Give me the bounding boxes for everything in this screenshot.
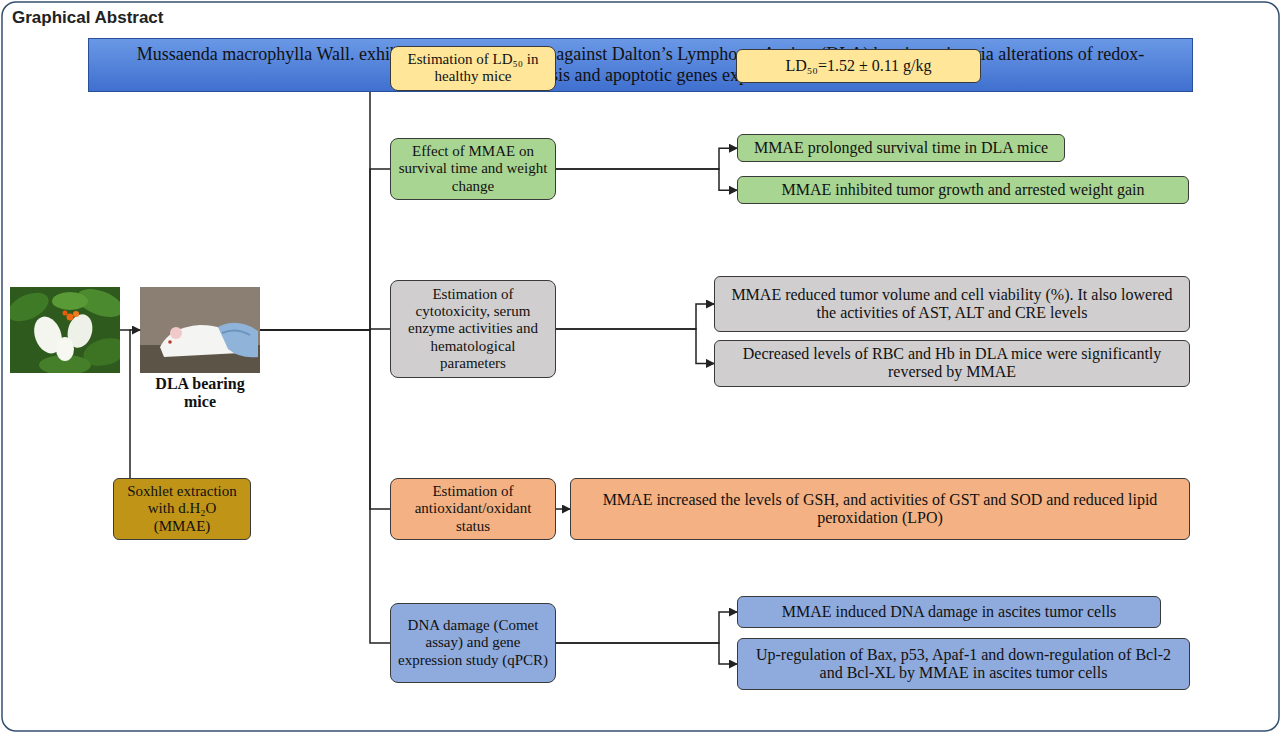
node-text: Decreased levels of RBC and Hb in DLA mi…: [721, 345, 1183, 382]
result-box: Up-regulation of Bax, p53, Apaf-1 and do…: [737, 638, 1190, 690]
node-text: MMAE inhibited tumor growth and arrested…: [781, 181, 1144, 199]
result-box: Decreased levels of RBC and Hb in DLA mi…: [714, 340, 1190, 387]
method-box: Effect of MMAE on survival time and weig…: [390, 138, 556, 200]
node-text: Soxhlet extraction with d.H₂O (MMAE): [120, 483, 244, 535]
connector: [556, 508, 570, 510]
node-text: Estimation of cytotoxicity, serum enzyme…: [397, 286, 549, 372]
connector: [556, 304, 714, 329]
extraction-box: Soxhlet extraction with d.H₂O (MMAE): [113, 478, 251, 540]
connector: [556, 169, 737, 190]
method-box: Estimation of antioxidant/oxidant status: [390, 478, 556, 540]
mouse-node: DLA bearing mice: [140, 287, 260, 416]
node-text: DNA damage (Comet assay) and gene expres…: [397, 617, 549, 669]
node-text: Up-regulation of Bax, p53, Apaf-1 and do…: [744, 646, 1183, 683]
connector: [556, 612, 737, 643]
node-text: LD₅₀=1.52 ± 0.11 g/kg: [785, 57, 931, 75]
node-text: MMAE induced DNA damage in ascites tumor…: [782, 603, 1117, 621]
node-text: MMAE reduced tumor volume and cell viabi…: [721, 286, 1183, 323]
node-text: MMAE prolonged survival time in DLA mice: [754, 139, 1048, 157]
result-box: MMAE inhibited tumor growth and arrested…: [737, 176, 1189, 204]
connector: [260, 169, 390, 330]
node-text: Estimation of antioxidant/oxidant status: [397, 483, 549, 535]
mouse-photo: [140, 287, 260, 373]
connector: [556, 148, 737, 169]
heading: Graphical Abstract: [12, 8, 163, 28]
connector: [130, 330, 140, 478]
title-band: Mussaenda macrophylla Wall. exhibit anti…: [88, 38, 1193, 92]
node-text: Mussaenda macrophylla Wall. exhibit anti…: [95, 44, 1186, 85]
plant-photo: [10, 287, 120, 373]
method-box: Estimation of cytotoxicity, serum enzyme…: [390, 280, 556, 378]
result-box: MMAE prolonged survival time in DLA mice: [737, 134, 1065, 162]
connector: [556, 643, 737, 664]
connector: [556, 329, 714, 363]
result-box: MMAE induced DNA damage in ascites tumor…: [737, 596, 1161, 628]
result-box: MMAE reduced tumor volume and cell viabi…: [714, 276, 1190, 332]
node-text: DLA bearing mice: [146, 375, 254, 412]
connector: [260, 68, 390, 330]
result-box: MMAE increased the levels of GSH, and ac…: [570, 478, 1190, 540]
method-box: Estimation of LD₅₀ in healthy mice: [390, 46, 556, 91]
node-text: MMAE increased the levels of GSH, and ac…: [577, 491, 1183, 528]
method-box: DNA damage (Comet assay) and gene expres…: [390, 603, 556, 683]
result-box: LD₅₀=1.52 ± 0.11 g/kg: [736, 49, 981, 83]
connector: [260, 330, 390, 643]
node-text: Estimation of LD₅₀ in healthy mice: [397, 51, 549, 86]
node-text: Effect of MMAE on survival time and weig…: [397, 143, 549, 195]
